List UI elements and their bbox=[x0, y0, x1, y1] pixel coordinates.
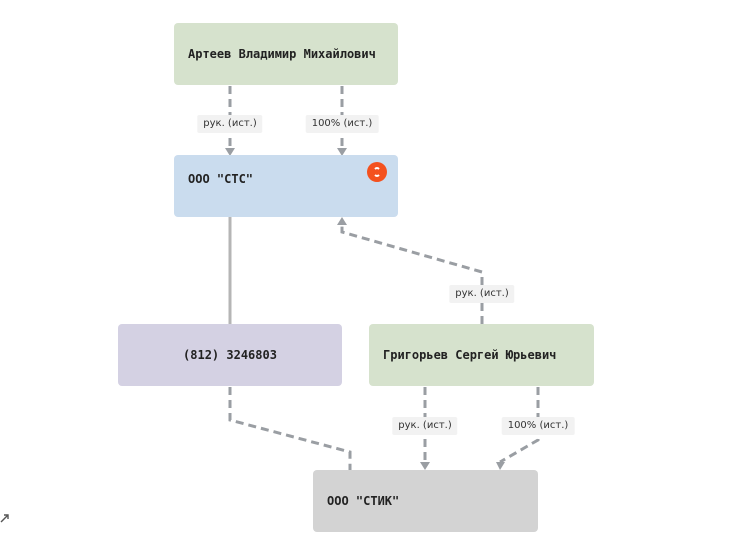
node-stik-label: ООО "СТИК" bbox=[327, 494, 400, 508]
node-phone[interactable]: (812) 3246803 bbox=[118, 324, 342, 386]
arrowhead bbox=[496, 462, 505, 470]
node-arteev[interactable]: Артеев Владимир Михайлович bbox=[174, 23, 398, 85]
arrow-diagonal-icon[interactable] bbox=[0, 512, 10, 526]
edge-grigoriev-sts bbox=[340, 224, 484, 324]
edge-label-grigoriev-stik-share: 100% (ист.) bbox=[501, 417, 575, 435]
node-sts[interactable]: ООО "СТС" bbox=[174, 155, 398, 217]
node-stik[interactable]: ООО "СТИК" bbox=[313, 470, 538, 532]
node-grigoriev[interactable]: Григорьев Сергей Юрьевич bbox=[369, 324, 594, 386]
arrowhead bbox=[420, 462, 430, 470]
edge-phone-stik bbox=[228, 387, 352, 470]
node-arteev-label: Артеев Владимир Михайлович bbox=[188, 47, 376, 61]
arrowhead bbox=[337, 217, 347, 225]
node-sts-label: ООО "СТС" bbox=[188, 172, 254, 186]
edge-label-arteev-sts-head: рук. (ист.) bbox=[197, 115, 263, 133]
edge-label-arteev-sts-share: 100% (ист.) bbox=[305, 115, 379, 133]
node-grigoriev-label: Григорьев Сергей Юрьевич bbox=[383, 348, 557, 362]
node-phone-label: (812) 3246803 bbox=[183, 348, 277, 362]
edge-grigoriev-stik-share bbox=[499, 387, 540, 464]
edge-label-grigoriev-stik-head: рук. (ист.) bbox=[392, 417, 458, 435]
alert-badge-icon[interactable] bbox=[367, 162, 387, 182]
edge-label-grigoriev-sts-head: рук. (ист.) bbox=[449, 285, 515, 303]
arrowhead bbox=[225, 148, 235, 156]
arrowhead bbox=[337, 148, 347, 156]
